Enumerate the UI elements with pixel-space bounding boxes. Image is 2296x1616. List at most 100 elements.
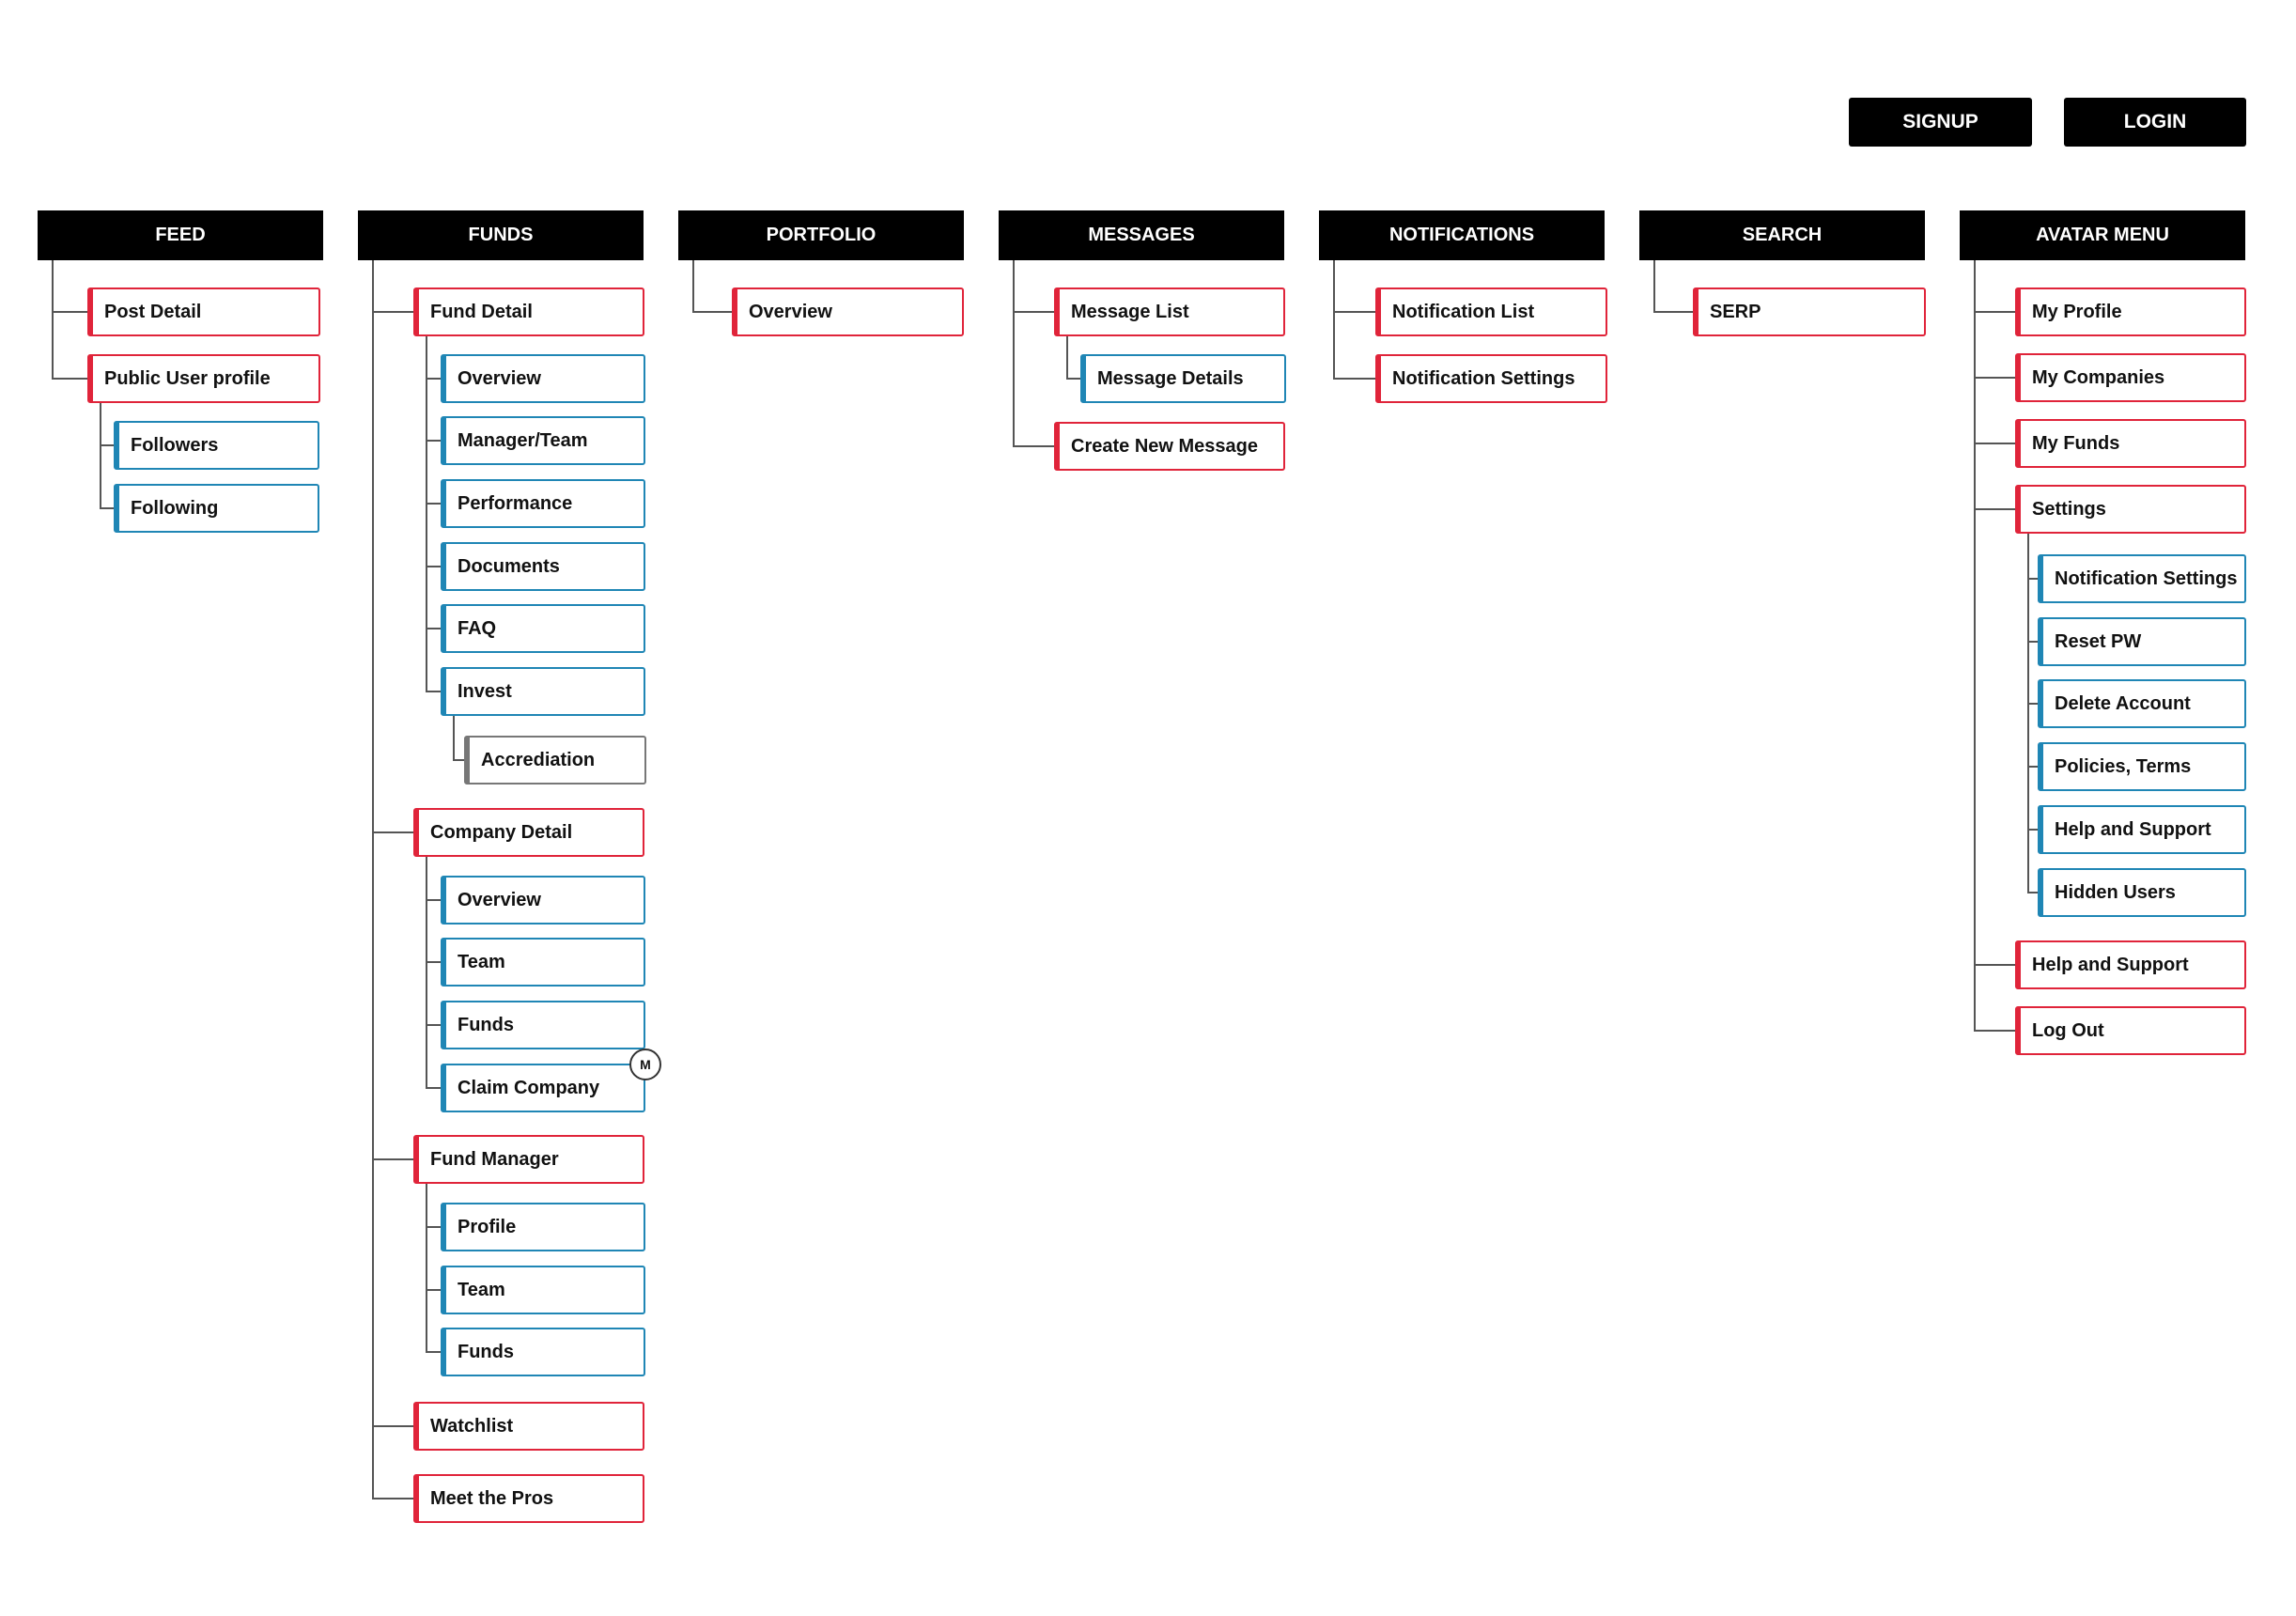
- column-header-notifications[interactable]: NOTIFICATIONS: [1319, 210, 1605, 260]
- trunk-line: [52, 260, 54, 380]
- connector-line: [453, 716, 455, 761]
- login-button[interactable]: LOGIN: [2064, 98, 2246, 147]
- node-funds[interactable]: Funds: [441, 1328, 645, 1376]
- node-label: Log Out: [2032, 1019, 2104, 1041]
- column-header-funds[interactable]: FUNDS: [358, 210, 644, 260]
- node-label: LOGIN: [2123, 111, 2187, 132]
- trunk-line: [372, 260, 374, 1499]
- connector-line: [2028, 766, 2038, 768]
- node-invest[interactable]: Invest: [441, 667, 645, 716]
- node-team[interactable]: Team: [441, 1266, 645, 1314]
- connector-line: [426, 336, 427, 692]
- connector-line: [693, 311, 732, 313]
- node-label: Team: [458, 1279, 505, 1300]
- connector-line: [426, 1184, 427, 1353]
- node-help-and-support[interactable]: Help and Support: [2015, 940, 2246, 989]
- connector-line: [373, 1158, 413, 1160]
- connector-line: [454, 759, 464, 761]
- node-message-list[interactable]: Message List: [1054, 287, 1285, 336]
- node-fund-manager[interactable]: Fund Manager: [413, 1135, 644, 1184]
- node-label: Reset PW: [2055, 630, 2142, 652]
- column-header-messages[interactable]: MESSAGES: [999, 210, 1284, 260]
- node-my-companies[interactable]: My Companies: [2015, 353, 2246, 402]
- node-label: My Funds: [2032, 432, 2120, 454]
- connector-line: [100, 403, 101, 509]
- connector-line: [53, 378, 87, 380]
- column-header-portfolio[interactable]: PORTFOLIO: [678, 210, 964, 260]
- connector-line: [2028, 641, 2038, 643]
- node-notification-settings[interactable]: Notification Settings: [2038, 554, 2246, 603]
- connector-line: [2028, 829, 2038, 831]
- node-label: PORTFOLIO: [766, 225, 877, 245]
- node-company-detail[interactable]: Company Detail: [413, 808, 644, 857]
- node-label: FEED: [155, 225, 206, 245]
- node-profile[interactable]: Profile: [441, 1203, 645, 1251]
- node-label: Hidden Users: [2055, 881, 2176, 903]
- node-my-funds[interactable]: My Funds: [2015, 419, 2246, 468]
- node-following[interactable]: Following: [114, 484, 319, 533]
- node-watchlist[interactable]: Watchlist: [413, 1402, 644, 1451]
- node-public-user-profile[interactable]: Public User profile: [87, 354, 320, 403]
- trunk-line: [1653, 260, 1655, 313]
- node-post-detail[interactable]: Post Detail: [87, 287, 320, 336]
- node-faq[interactable]: FAQ: [441, 604, 645, 653]
- node-label: Overview: [458, 367, 541, 389]
- connector-line: [101, 444, 114, 446]
- connector-line: [427, 1024, 441, 1026]
- node-team[interactable]: Team: [441, 938, 645, 987]
- connector-line: [427, 503, 441, 505]
- connector-line: [1975, 377, 2015, 379]
- node-fund-detail[interactable]: Fund Detail: [413, 287, 644, 336]
- node-hidden-users[interactable]: Hidden Users: [2038, 868, 2246, 917]
- node-accrediation[interactable]: Accrediation: [464, 736, 646, 785]
- connector-line: [1014, 311, 1054, 313]
- connector-line: [2028, 578, 2038, 580]
- connector-line: [1975, 311, 2015, 313]
- node-policies-terms[interactable]: Policies, Terms: [2038, 742, 2246, 791]
- column-header-search[interactable]: SEARCH: [1639, 210, 1925, 260]
- node-label: Create New Message: [1071, 435, 1258, 457]
- node-funds[interactable]: Funds: [441, 1001, 645, 1049]
- node-label: FUNDS: [468, 225, 534, 245]
- connector-line: [1975, 964, 2015, 966]
- node-label: Followers: [131, 434, 219, 456]
- node-label: Public User profile: [104, 367, 271, 389]
- node-followers[interactable]: Followers: [114, 421, 319, 470]
- node-create-new-message[interactable]: Create New Message: [1054, 422, 1285, 471]
- connector-line: [2028, 703, 2038, 705]
- node-manager-team[interactable]: Manager/Team: [441, 416, 645, 465]
- signup-button[interactable]: SIGNUP: [1849, 98, 2032, 147]
- node-label: Following: [131, 497, 219, 519]
- node-label: Performance: [458, 492, 573, 514]
- connector-line: [427, 899, 441, 901]
- node-overview[interactable]: Overview: [441, 876, 645, 925]
- node-serp[interactable]: SERP: [1693, 287, 1926, 336]
- node-overview[interactable]: Overview: [732, 287, 964, 336]
- node-notification-list[interactable]: Notification List: [1375, 287, 1607, 336]
- node-message-details[interactable]: Message Details: [1080, 354, 1286, 403]
- connector-line: [1334, 378, 1375, 380]
- connector-line: [427, 566, 441, 567]
- column-header-avatar-menu[interactable]: AVATAR MENU: [1960, 210, 2245, 260]
- node-my-profile[interactable]: My Profile: [2015, 287, 2246, 336]
- node-overview[interactable]: Overview: [441, 354, 645, 403]
- node-delete-account[interactable]: Delete Account: [2038, 679, 2246, 728]
- column-header-feed[interactable]: FEED: [38, 210, 323, 260]
- node-reset-pw[interactable]: Reset PW: [2038, 617, 2246, 666]
- connector-line: [426, 857, 427, 1089]
- connector-line: [1975, 1030, 2015, 1032]
- node-log-out[interactable]: Log Out: [2015, 1006, 2246, 1055]
- node-documents[interactable]: Documents: [441, 542, 645, 591]
- node-claim-company[interactable]: Claim Company: [441, 1064, 645, 1112]
- node-label: Profile: [458, 1216, 517, 1237]
- node-label: Company Detail: [430, 821, 573, 843]
- connector-line: [427, 628, 441, 629]
- node-notification-settings[interactable]: Notification Settings: [1375, 354, 1607, 403]
- connector-line: [1975, 508, 2015, 510]
- node-label: Invest: [458, 680, 512, 702]
- node-performance[interactable]: Performance: [441, 479, 645, 528]
- node-meet-the-pros[interactable]: Meet the Pros: [413, 1474, 644, 1523]
- node-label: Message List: [1071, 301, 1189, 322]
- node-settings[interactable]: Settings: [2015, 485, 2246, 534]
- node-help-and-support[interactable]: Help and Support: [2038, 805, 2246, 854]
